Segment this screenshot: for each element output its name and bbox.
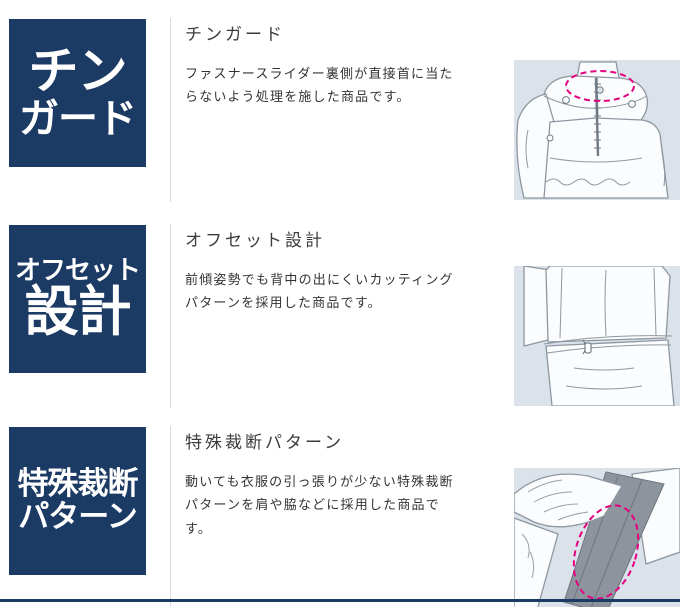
description-line: パターンを肩や脇などに採用した商品で (185, 497, 440, 513)
feature-title: オフセット設計 (185, 231, 325, 250)
feature-title: チンガード (185, 25, 285, 44)
description-line: パターンを採用した商品です。 (185, 295, 382, 311)
vertical-divider (170, 18, 171, 202)
description-line: す。 (185, 520, 213, 536)
feature-section-offset-design: オフセット 設計 オフセット設計 前傾姿勢でも背中の出にくいカッティング パター… (0, 224, 680, 420)
collar-zipper-illustration (514, 60, 680, 200)
description-line: ファスナースライダー裏側が直接首に当た (185, 66, 454, 81)
feature-description: 動いても衣服の引っ張りが少ない特殊裁断 パターンを肩や脇などに採用した商品で す… (185, 470, 507, 540)
description-line: らないよう処理を施した商品です。 (185, 89, 411, 105)
badge-text-line1: 特殊裁断 (17, 466, 139, 502)
badge-text-line1: オフセット (14, 254, 141, 285)
badge-text-line2: パターン (18, 499, 137, 534)
feature-title: 特殊裁断パターン (185, 433, 345, 452)
feature-description: ファスナースライダー裏側が直接首に当た らないよう処理を施した商品です。 (185, 62, 507, 109)
description-line: 前傾姿勢でも背中の出にくいカッティング (185, 272, 454, 287)
bottom-rule (0, 599, 680, 602)
badge-text-line2: 設計 (24, 282, 132, 343)
feature-section-chin-guard: チン ガード チンガード ファスナースライダー裏側が直接首に当た らないよう処理… (0, 18, 680, 214)
description-line: 動いても衣服の引っ張りが少ない特殊裁断 (185, 474, 454, 489)
offset-design-badge: オフセット 設計 (9, 225, 146, 373)
feature-description: 前傾姿勢でも背中の出にくいカッティング パターンを採用した商品です。 (185, 268, 507, 315)
vertical-divider (170, 426, 171, 607)
jacket-back-illustration (514, 266, 680, 406)
badge-text-line2: ガード (19, 97, 137, 142)
feature-section-special-cut-pattern: 特殊裁断 パターン 特殊裁断パターン 動いても衣服の引っ張りが少ない特殊裁断 パ… (0, 426, 680, 607)
shoulder-cut-illustration (514, 468, 680, 607)
badge-text-line1: チン (28, 43, 128, 100)
chin-guard-badge: チン ガード (9, 19, 146, 167)
special-cut-pattern-badge: 特殊裁断 パターン (9, 427, 146, 575)
vertical-divider (170, 224, 171, 408)
